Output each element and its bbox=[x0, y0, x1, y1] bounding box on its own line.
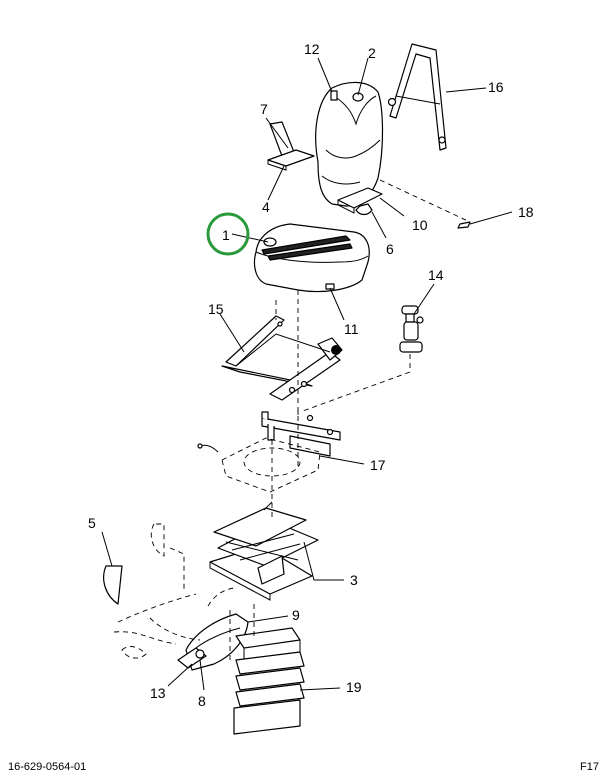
callout-8: 8 bbox=[198, 693, 206, 709]
callout-9: 9 bbox=[292, 607, 300, 623]
callout-15: 15 bbox=[208, 301, 224, 317]
callout-6: 6 bbox=[386, 241, 394, 257]
slide-rail-assembly bbox=[221, 315, 343, 401]
callout-3: 3 bbox=[350, 572, 358, 588]
seat-cushion bbox=[253, 223, 370, 293]
callout-1: 1 bbox=[222, 227, 230, 243]
callout-16: 16 bbox=[488, 79, 504, 95]
callout-18: 18 bbox=[518, 204, 534, 220]
suspension-mechanism bbox=[209, 501, 319, 601]
seat-back-knob bbox=[352, 92, 364, 102]
headrest-guide bbox=[330, 90, 338, 101]
callout-11: 11 bbox=[344, 321, 359, 337]
footer-sheet: F17 bbox=[580, 761, 599, 773]
pin bbox=[457, 221, 471, 229]
callout-4: 4 bbox=[262, 199, 270, 215]
trim-cover bbox=[103, 523, 185, 605]
armrest-right bbox=[337, 187, 383, 216]
callout-2: 2 bbox=[368, 45, 376, 61]
callout-14: 14 bbox=[428, 267, 444, 283]
bellows bbox=[233, 627, 305, 735]
callout-13: 13 bbox=[150, 685, 166, 701]
callout-12: 12 bbox=[304, 41, 320, 57]
headrest-frame bbox=[387, 43, 447, 151]
callout-10: 10 bbox=[412, 217, 428, 233]
callout-7: 7 bbox=[260, 101, 268, 117]
callout-5: 5 bbox=[88, 515, 96, 531]
callout-17: 17 bbox=[370, 457, 386, 473]
seat-back bbox=[315, 81, 384, 207]
base-plate bbox=[197, 437, 321, 493]
leader-lines bbox=[101, 57, 513, 691]
callout-19: 19 bbox=[346, 679, 362, 695]
mounting-bracket bbox=[261, 411, 341, 457]
hose-lines bbox=[113, 587, 235, 659]
footer-part-number: 16-629-0564-01 bbox=[8, 761, 86, 773]
callout-labels: 1 2 3 4 5 6 7 8 9 10 11 12 13 14 15 16 1… bbox=[88, 41, 534, 709]
highlight-ring bbox=[206, 212, 250, 256]
armrest-left bbox=[267, 121, 315, 171]
shock-absorber bbox=[399, 305, 424, 353]
assembly-lines bbox=[229, 179, 471, 660]
